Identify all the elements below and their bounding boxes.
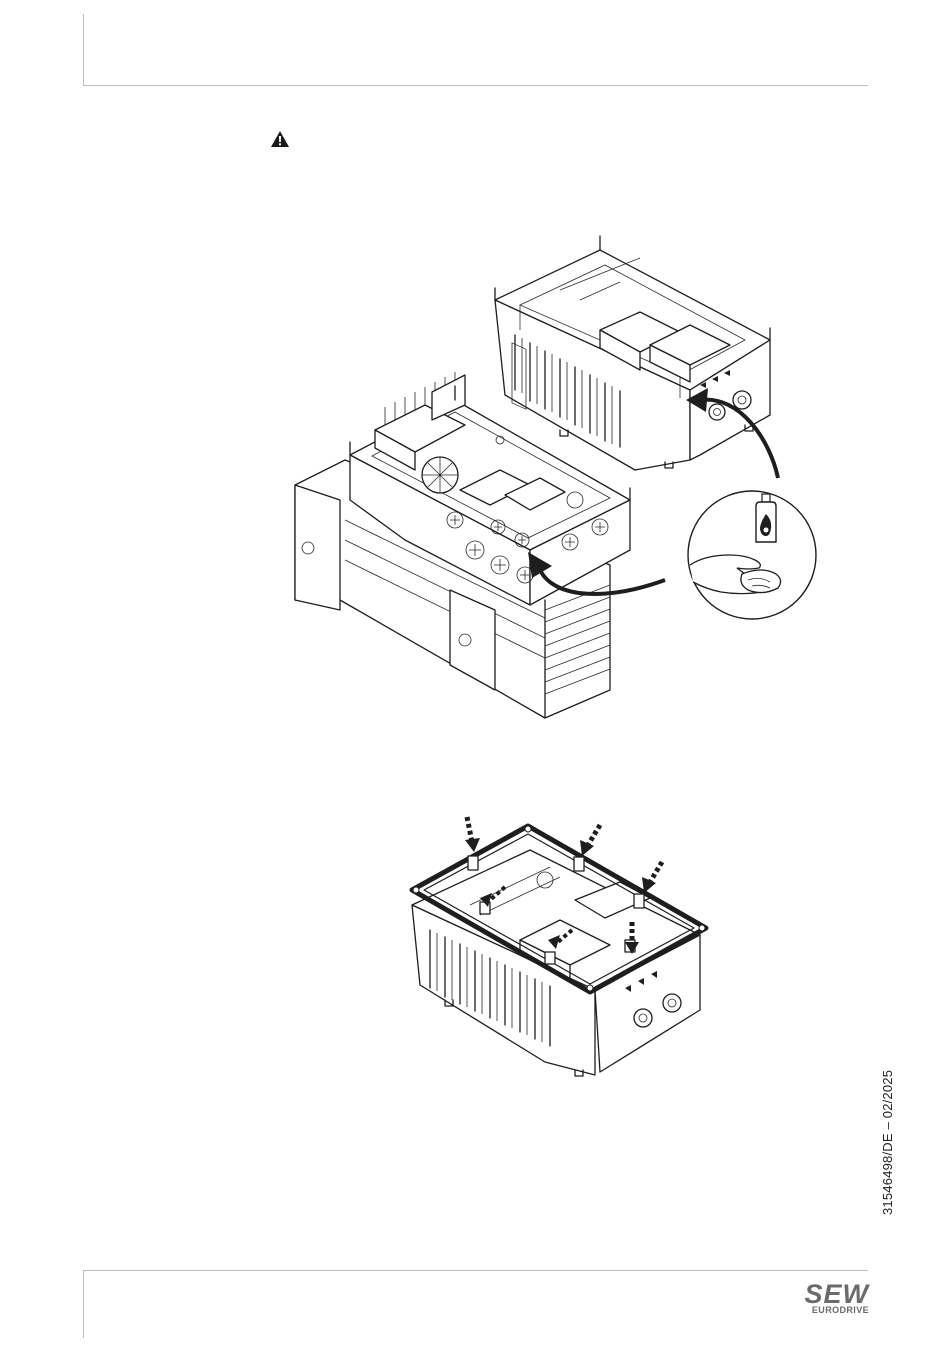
warning-triangle-icon (271, 131, 289, 147)
logo-brand: SEW (799, 1283, 869, 1305)
document-id: 31546498/DE – 02/2025 (880, 1070, 895, 1215)
upper-electronics-cover (495, 236, 770, 470)
detail-cleaning-callout (688, 491, 816, 619)
header-rule (83, 85, 868, 86)
dashed-arrow-icon (580, 825, 600, 856)
dashed-arrow-icon (465, 817, 480, 852)
figure-cleaning-gasket-surfaces (280, 230, 840, 730)
dashed-arrow-icon (642, 862, 662, 893)
footer-left-rule (83, 1270, 84, 1338)
footer-rule (83, 1270, 868, 1271)
header-left-rule (83, 14, 84, 86)
sew-eurodrive-logo: SEW EURODRIVE (799, 1283, 869, 1317)
figure-gasket-placement (400, 810, 710, 1090)
